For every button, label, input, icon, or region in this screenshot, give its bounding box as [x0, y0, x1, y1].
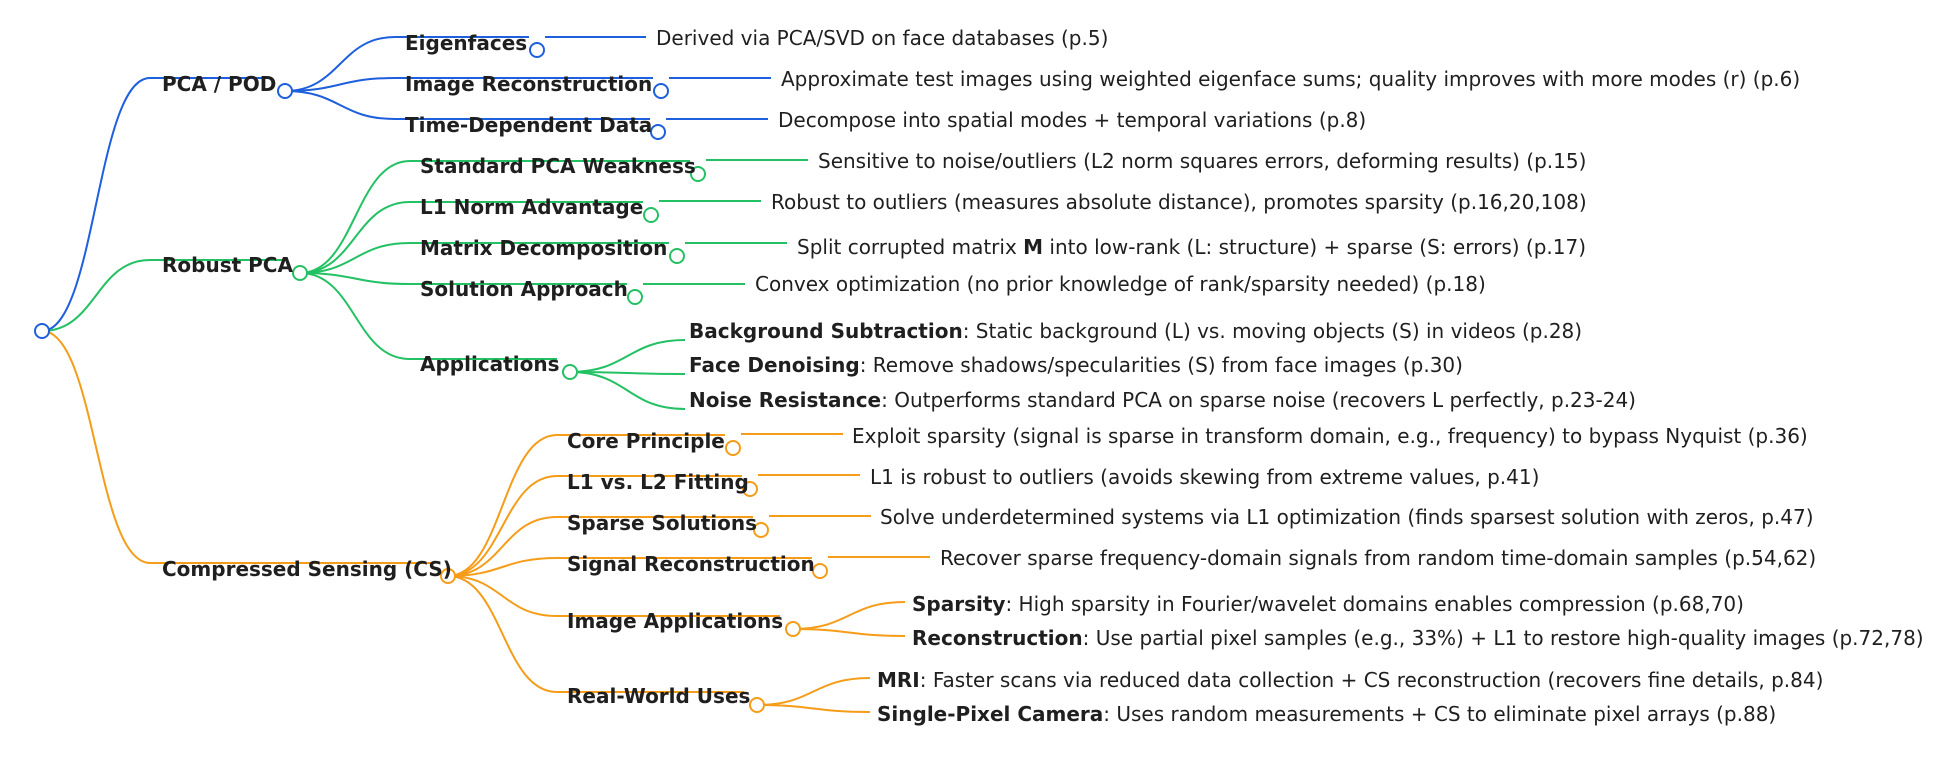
edge-pca-eigenfaces [284, 36, 396, 92]
leaf-reconstruction-text: : Use partial pixel samples (e.g., 33%) … [1082, 626, 1924, 650]
root-node-icon[interactable] [34, 323, 50, 339]
node-circle-solution-approach[interactable] [627, 289, 643, 305]
edge-rpca-standard-pca-weakness [299, 160, 411, 274]
node-solution-approach[interactable]: Solution Approach [420, 277, 628, 301]
node-circle-signal-reconstruction[interactable] [812, 563, 828, 579]
node-standard-pca-weakness[interactable]: Standard PCA Weakness [420, 154, 696, 178]
node-l1-norm-advantage[interactable]: L1 Norm Advantage [420, 195, 644, 219]
edge-pca-image-reconstruction [284, 77, 396, 92]
branch-compressed-sensing-label[interactable]: Compressed Sensing (CS) [162, 557, 452, 581]
leaf-image-reconstruction: Approximate test images using weighted e… [781, 67, 1801, 91]
edge-root-rpca [41, 259, 151, 332]
edge-real-world-uses-mri [756, 677, 871, 706]
edge-pca-time-dependent-data [284, 90, 396, 120]
edge-cs-sparse-solutions [447, 516, 558, 577]
node-real-world-uses[interactable]: Real-World Uses [567, 684, 751, 708]
leaf-matrix-text-b: into low-rank (L: structure) + sparse (S… [1043, 235, 1587, 259]
node-applications[interactable]: Applications [420, 352, 560, 376]
node-signal-reconstruction[interactable]: Signal Reconstruction [567, 552, 815, 576]
edge-real-world-uses-single-pixel-camera [756, 704, 871, 713]
edge-cs-core-principle [447, 434, 558, 577]
leaf-solution-approach: Convex optimization (no prior knowledge … [755, 272, 1486, 296]
node-time-dependent-data[interactable]: Time-Dependent Data [405, 113, 653, 137]
leaf-matrix-decomposition: Split corrupted matrix M into low-rank (… [797, 237, 1586, 257]
edge-rpca-matrix-decomposition [299, 242, 411, 274]
edge-rpca-solution-approach [299, 272, 411, 285]
leaf-signal-reconstruction: Recover sparse frequency-domain signals … [940, 546, 1817, 570]
edge-root-cs [41, 330, 151, 564]
leaf-l1-norm-advantage: Robust to outliers (measures absolute di… [771, 190, 1587, 214]
node-circle-image-applications[interactable] [785, 621, 801, 637]
node-image-applications[interactable]: Image Applications [567, 609, 784, 633]
branch-pca-label[interactable]: PCA / POD [162, 72, 277, 96]
leaf-face-denoising-title: Face Denoising [689, 353, 860, 377]
leaf-single-pixel-camera: Single-Pixel Camera: Uses random measure… [877, 704, 1776, 724]
leaf-noise-resistance-title: Noise Resistance [689, 388, 882, 412]
leaf-background-subtraction: Background Subtraction: Static backgroun… [689, 321, 1582, 341]
leaf-mri: MRI: Faster scans via reduced data colle… [877, 670, 1823, 690]
leaf-eigenfaces: Derived via PCA/SVD on face databases (p… [656, 26, 1109, 50]
node-circle-real-world-uses[interactable] [749, 697, 765, 713]
node-circle-image-reconstruction[interactable] [653, 83, 669, 99]
leaf-sparse-solutions: Solve underdetermined systems via L1 opt… [880, 505, 1814, 529]
node-matrix-decomposition[interactable]: Matrix Decomposition [420, 236, 668, 260]
leaf-mri-text: : Faster scans via reduced data collecti… [919, 668, 1824, 692]
edge-applications-background-subtraction [569, 339, 686, 373]
node-l1-vs-l2-fitting[interactable]: L1 vs. L2 Fitting [567, 470, 749, 494]
node-circle-matrix-decomposition[interactable] [669, 248, 685, 264]
node-sparse-solutions[interactable]: Sparse Solutions [567, 511, 758, 535]
leaf-sparsity-title: Sparsity [912, 592, 1006, 616]
leaf-single-pixel-camera-text: : Uses random measurements + CS to elimi… [1103, 702, 1777, 726]
edge-root-pca [41, 77, 151, 332]
leaf-mri-title: MRI [877, 668, 920, 692]
branch-robust-pca-label[interactable]: Robust PCA [162, 253, 293, 277]
node-circle-sparse-solutions[interactable] [753, 522, 769, 538]
leaf-face-denoising: Face Denoising: Remove shadows/speculari… [689, 355, 1463, 375]
leaf-sparsity: Sparsity: High sparsity in Fourier/wavel… [912, 594, 1744, 614]
edge-cs-signal-reconstruction [447, 557, 558, 577]
node-circle-core-principle[interactable] [725, 440, 741, 456]
leaf-noise-resistance: Noise Resistance: Outperforms standard P… [689, 390, 1636, 410]
node-circle-applications[interactable] [562, 364, 578, 380]
edge-cs-l1-vs-l2-fitting [447, 475, 558, 577]
node-core-principle[interactable]: Core Principle [567, 429, 725, 453]
edge-cs-real-world-uses [447, 575, 558, 693]
leaf-matrix-symbol: M [1023, 235, 1044, 259]
edge-applications-noise-resistance [569, 371, 686, 410]
edge-image-applications-sparsity [792, 601, 906, 630]
leaf-background-subtraction-title: Background Subtraction [689, 319, 963, 343]
leaf-reconstruction: Reconstruction: Use partial pixel sample… [912, 628, 1924, 648]
leaf-face-denoising-text: : Remove shadows/specularities (S) from … [859, 353, 1463, 377]
node-eigenfaces[interactable]: Eigenfaces [405, 31, 528, 55]
leaf-sparsity-text: : High sparsity in Fourier/wavelet domai… [1005, 592, 1744, 616]
edge-applications-face-denoising [569, 371, 686, 375]
node-circle-time-dependent-data[interactable] [650, 124, 666, 140]
node-image-reconstruction[interactable]: Image Reconstruction [405, 72, 653, 96]
node-circle-rpca[interactable] [292, 265, 308, 281]
node-circle-eigenfaces[interactable] [529, 42, 545, 58]
edge-rpca-l1-norm-advantage [299, 201, 411, 274]
leaf-reconstruction-title: Reconstruction [912, 626, 1083, 650]
leaf-time-dependent-data: Decompose into spatial modes + temporal … [778, 108, 1367, 132]
node-circle-cs[interactable] [440, 568, 456, 584]
leaf-l1-vs-l2-fitting: L1 is robust to outliers (avoids skewing… [870, 465, 1540, 489]
leaf-background-subtraction-text: : Static background (L) vs. moving objec… [962, 319, 1583, 343]
leaf-single-pixel-camera-title: Single-Pixel Camera [877, 702, 1104, 726]
edge-image-applications-reconstruction [792, 628, 906, 637]
node-circle-l1-norm-advantage[interactable] [643, 207, 659, 223]
leaf-noise-resistance-text: : Outperforms standard PCA on sparse noi… [881, 388, 1636, 412]
node-circle-standard-pca-weakness[interactable] [690, 166, 706, 182]
leaf-core-principle: Exploit sparsity (signal is sparse in tr… [852, 424, 1808, 448]
leaf-matrix-text-a: Split corrupted matrix [797, 235, 1024, 259]
node-circle-l1-vs-l2-fitting[interactable] [742, 481, 758, 497]
leaf-standard-pca-weakness: Sensitive to noise/outliers (L2 norm squ… [818, 149, 1587, 173]
node-circle-pca[interactable] [277, 83, 293, 99]
edge-rpca-applications [299, 272, 411, 360]
edge-cs-image-applications [447, 575, 558, 617]
